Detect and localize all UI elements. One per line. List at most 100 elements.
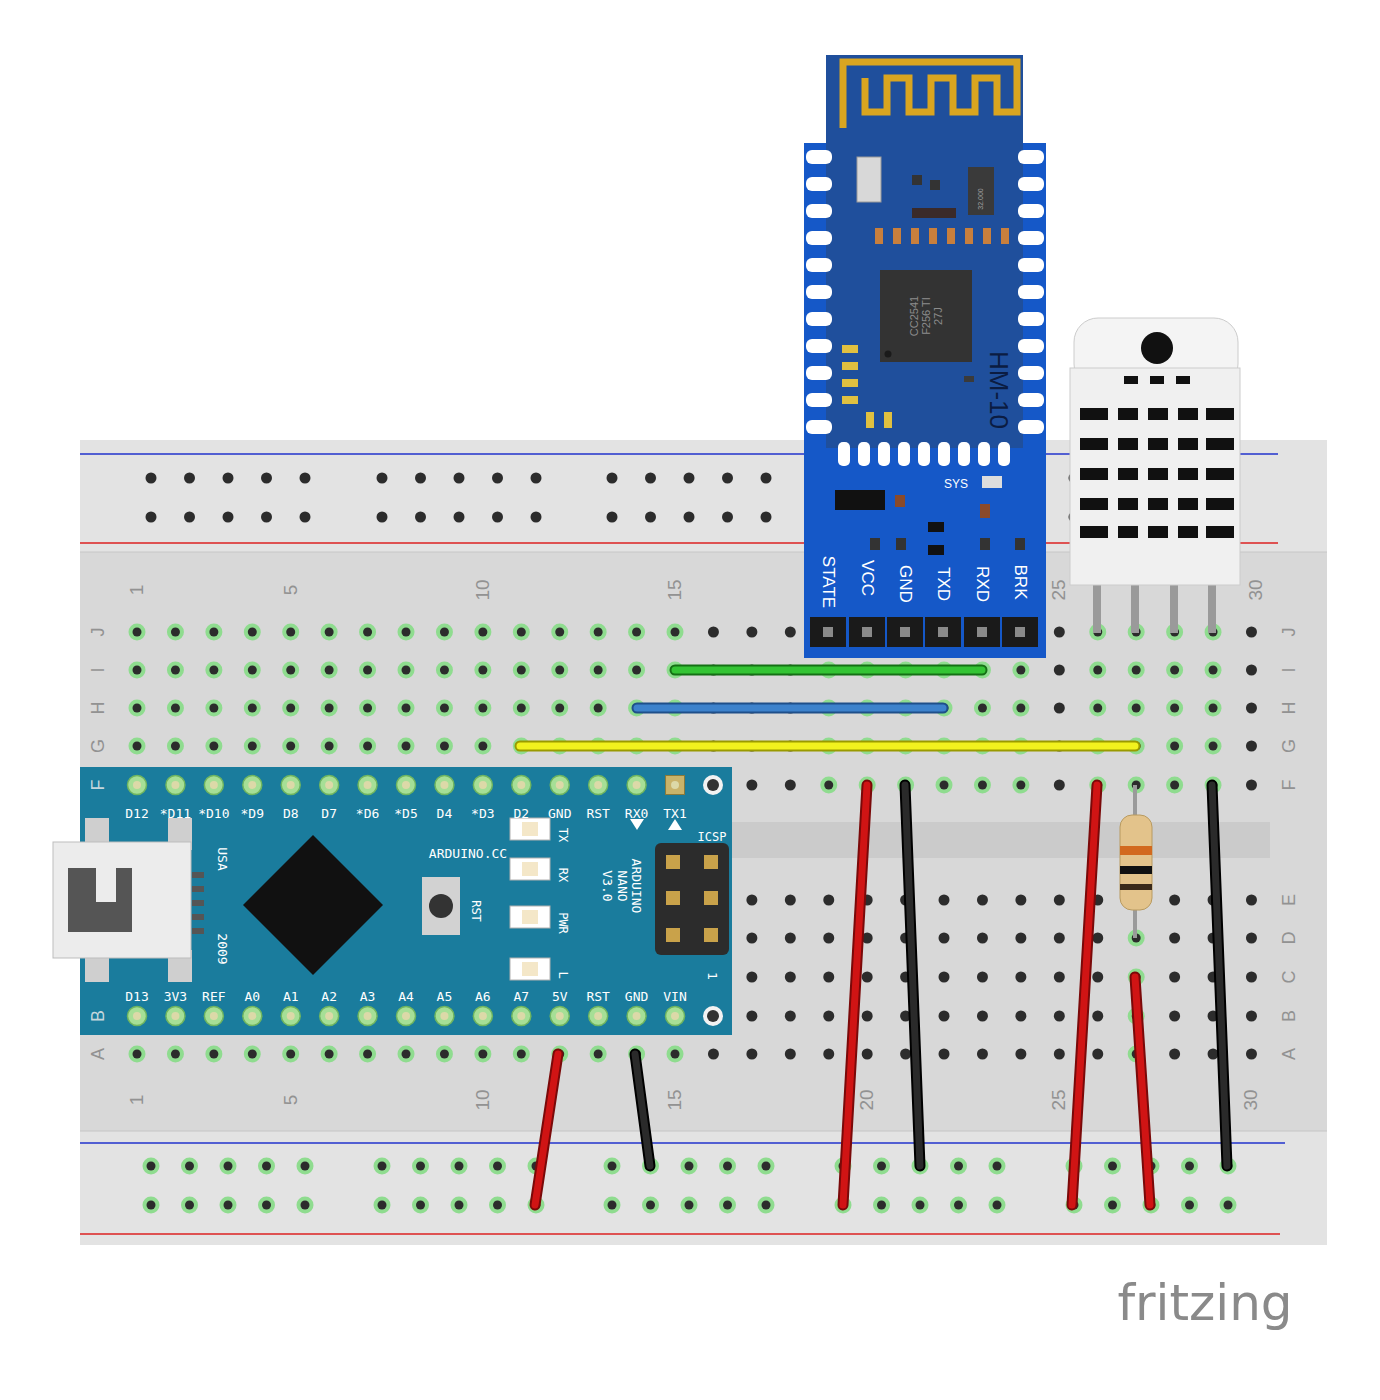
breadboard-holes-part	[377, 512, 388, 523]
pin-label: RXD	[973, 566, 992, 602]
dht22-sensor-part	[1141, 332, 1173, 364]
breadboard-holes-part	[455, 1162, 464, 1171]
arduino-pin-pads-part	[364, 781, 372, 789]
arduino-pin-pads-part	[166, 776, 185, 795]
breadboard-holes-part	[223, 473, 234, 484]
pin-label: RST	[468, 900, 481, 922]
hm10-module-part-part	[862, 627, 872, 637]
arduino-components-part	[666, 928, 680, 942]
breadboard-holes-part	[359, 1046, 376, 1063]
hm10-module-part	[895, 495, 905, 507]
breadboard-body-part	[80, 1131, 1327, 1245]
breadboard-holes-part	[1170, 666, 1179, 675]
breadboard-index: H	[1280, 702, 1300, 715]
pin-label: *D11	[160, 807, 191, 821]
dht22-sensor-part-part	[1118, 438, 1138, 450]
hm10-module-part	[885, 351, 892, 358]
breadboard-holes-part	[282, 624, 299, 641]
breadboard-holes-part	[681, 1197, 698, 1214]
breadboard-holes-part	[628, 1008, 645, 1025]
breadboard-holes-part	[478, 704, 487, 713]
breadboard-holes-part	[286, 742, 295, 751]
breadboard-holes-part	[133, 704, 142, 713]
breadboard-holes-part	[220, 1158, 237, 1175]
breadboard-holes-part	[129, 1046, 146, 1063]
breadboard-holes-part	[415, 473, 426, 484]
hm10-module-part-part	[958, 442, 970, 466]
breadboard-holes-part	[1015, 895, 1026, 906]
hm10-module-part-part	[806, 366, 832, 380]
breadboard-holes-part	[262, 1162, 271, 1171]
breadboard-holes-part	[513, 624, 530, 641]
hm10-module-part-part	[806, 177, 832, 191]
breadboard-holes-part	[1166, 738, 1183, 755]
arduino-pin-pads-part	[556, 781, 564, 789]
arduino-components-part	[68, 868, 132, 932]
jumper-wires-part	[675, 665, 982, 676]
breadboard-holes-part	[628, 777, 645, 794]
dht22-sensor-part-part	[1206, 526, 1234, 538]
breadboard-holes-part	[478, 628, 487, 637]
breadboard-holes-part	[746, 1049, 757, 1060]
jumper-wires-part	[1135, 977, 1150, 1205]
pin-label: A0	[244, 990, 260, 1004]
pin-label: PWR	[555, 912, 568, 934]
breadboard-holes-part	[282, 777, 299, 794]
breadboard-index: B	[89, 1010, 109, 1022]
arduino-pin-pads-part	[473, 1007, 492, 1026]
breadboard-holes-part	[244, 1046, 261, 1063]
resistor-symbol-part	[1120, 866, 1152, 874]
breadboard-holes-part	[608, 1162, 617, 1171]
breadboard-holes-part	[746, 933, 757, 944]
breadboard-holes-part	[359, 1008, 376, 1025]
breadboard-index: 25	[1049, 1089, 1070, 1110]
breadboard-holes-part	[667, 1008, 684, 1025]
arduino-pin-pads-part	[210, 781, 218, 789]
breadboard-holes-part	[363, 704, 372, 713]
arduino-pin-pads-part	[633, 781, 641, 789]
breadboard-holes-part	[1185, 1162, 1194, 1171]
hm10-module-part-part	[858, 442, 870, 466]
hm10-module-part-part	[1018, 393, 1044, 407]
breadboard-holes-part	[359, 662, 376, 679]
arduino-pin-pads-part	[171, 781, 179, 789]
breadboard-holes-part	[950, 1197, 967, 1214]
pin-label: 3V3	[164, 990, 187, 1004]
breadboard-holes-part	[632, 628, 641, 637]
arduino-components-part	[510, 958, 550, 980]
arduino-pin-pads-part	[550, 1007, 569, 1026]
jumper-wires-part	[635, 1054, 650, 1166]
breadboard-holes-part	[185, 1201, 194, 1210]
breadboard-holes-part	[820, 777, 837, 794]
hm10-module-part-part	[898, 442, 910, 466]
breadboard-holes-part	[823, 895, 834, 906]
breadboard-holes-part	[474, 624, 491, 641]
arduino-pin-pads-part	[435, 776, 454, 795]
breadboard-holes-part	[551, 700, 568, 717]
breadboard-holes-part	[758, 1197, 775, 1214]
breadboard-holes-part	[297, 1197, 314, 1214]
breadboard-holes-part	[761, 512, 772, 523]
breadboard-holes-part	[1181, 1197, 1198, 1214]
breadboard-holes-part	[398, 1008, 415, 1025]
hm10-module-part-part	[806, 285, 832, 299]
breadboard-holes-part	[719, 1158, 736, 1175]
breadboard-holes-part	[1092, 972, 1103, 983]
pin-label: VIN	[663, 990, 686, 1004]
breadboard-index: 1	[127, 585, 148, 596]
breadboard-holes-part	[939, 1011, 950, 1022]
dht22-sensor	[1070, 318, 1240, 633]
breadboard-holes-part	[1128, 700, 1145, 717]
hm10-module-part-part	[806, 339, 832, 353]
hm10-module-part-part	[887, 617, 923, 647]
hm10-module-part-part	[983, 228, 991, 244]
breadboard-holes-part	[440, 704, 449, 713]
breadboard-holes-part	[402, 704, 411, 713]
arduino-pin-pads-part	[479, 781, 487, 789]
dht22-sensor-part	[1208, 585, 1216, 633]
pin-label: D4	[437, 807, 453, 821]
pin-label: *D9	[241, 807, 264, 821]
pin-label: A5	[437, 990, 453, 1004]
breadboard-holes-part	[590, 777, 607, 794]
breadboard-holes-part	[181, 1158, 198, 1175]
